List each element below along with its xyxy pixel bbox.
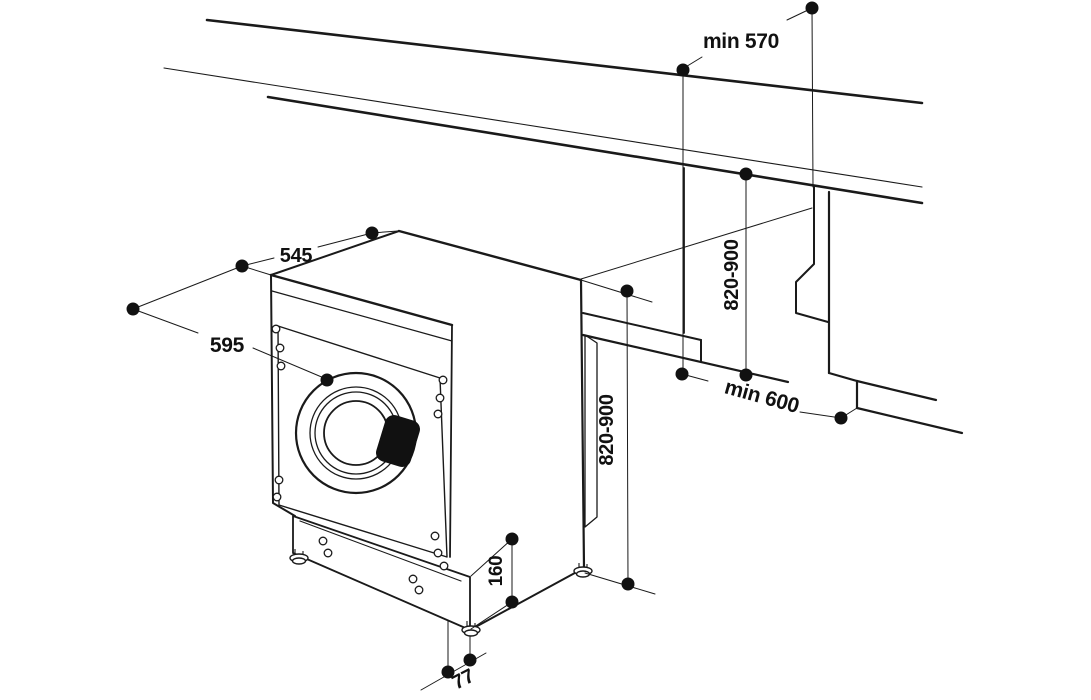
niche-floor-back-line (582, 312, 702, 341)
cabinet-side-panel (795, 186, 964, 435)
machine-height-bottom-connector (584, 572, 656, 595)
niche-floor-front-line (581, 333, 790, 384)
label-machine-height: 820-900 (596, 394, 618, 465)
dot-min570-left (676, 63, 690, 77)
niche-back-construction-line (580, 207, 813, 280)
width-leader-left (132, 308, 199, 334)
label-machine-depth: 545 (280, 245, 313, 267)
dimension-dots (126, 1, 848, 679)
dot-machine-height-bottom (621, 577, 635, 591)
plinth-panel (292, 515, 471, 631)
plinth-slot (299, 520, 462, 582)
plinth-height-top-connector (470, 538, 513, 577)
machine-back-edge (579, 278, 586, 570)
dot-min600-right (834, 411, 848, 425)
dot-niche-height-bottom (739, 368, 753, 382)
machine-right-edge (449, 324, 453, 558)
min570-right-extension (811, 7, 814, 188)
label-floor-depth: min 600 (722, 375, 801, 418)
dot-depth-back (365, 226, 379, 240)
machine-side-bottom-edge (469, 567, 585, 631)
min570-leader-right (786, 9, 809, 21)
dot-plinth-bottom (505, 595, 519, 609)
foot-front-right (461, 621, 481, 637)
machine-top-front-edge (269, 273, 454, 327)
washing-machine (269, 229, 598, 631)
machine-front-rail-line (271, 290, 453, 342)
dot-niche-height-top (739, 167, 753, 181)
worktop-back-edge (205, 18, 924, 105)
min600-leader-right (799, 407, 858, 419)
dot-setback-right (463, 653, 477, 667)
dot-depth-front (235, 259, 249, 273)
machine-left-edge (270, 274, 296, 517)
dot-machine-height-top (620, 284, 634, 298)
machine-top-left-edge (270, 230, 400, 276)
foot-front-left (289, 549, 309, 565)
screw-holes (271, 324, 449, 595)
dot-min570-right (805, 1, 819, 15)
dot-plinth-top (505, 532, 519, 546)
worktop-front-bottom-edge (266, 95, 924, 205)
machine-top-back-edge (397, 229, 583, 282)
worktop-lines (163, 18, 924, 205)
niche-lines (580, 207, 813, 384)
porthole-door (294, 371, 420, 495)
dimension-labels: min 570 820-900 820-900 min 600 545 595 … (210, 30, 802, 694)
dot-setback-left (441, 665, 455, 679)
door-handle (376, 415, 420, 467)
front-door-panel (277, 325, 448, 558)
dot-width-right (320, 373, 334, 387)
floor-front-line (855, 406, 964, 435)
depth-dim-right-segment (317, 232, 373, 248)
label-plinth-height: 160 (486, 556, 507, 587)
adjustable-feet (289, 549, 593, 637)
label-niche-height: 820-900 (721, 239, 743, 310)
worktop-front-top-edge (163, 67, 923, 188)
machine-height-top-connector (580, 279, 653, 303)
dot-width-left (126, 302, 140, 316)
machine-height-line (626, 290, 629, 585)
plinth-height-bottom-connector (470, 601, 513, 630)
dot-min600-left (675, 367, 689, 381)
corner-construction-line (132, 265, 243, 310)
cabinet-bottom-edge (855, 379, 938, 402)
label-niche-depth: min 570 (703, 30, 779, 53)
label-machine-width: 595 (210, 334, 245, 357)
width-leader-right (252, 347, 325, 379)
side-recess-strip (584, 334, 598, 528)
